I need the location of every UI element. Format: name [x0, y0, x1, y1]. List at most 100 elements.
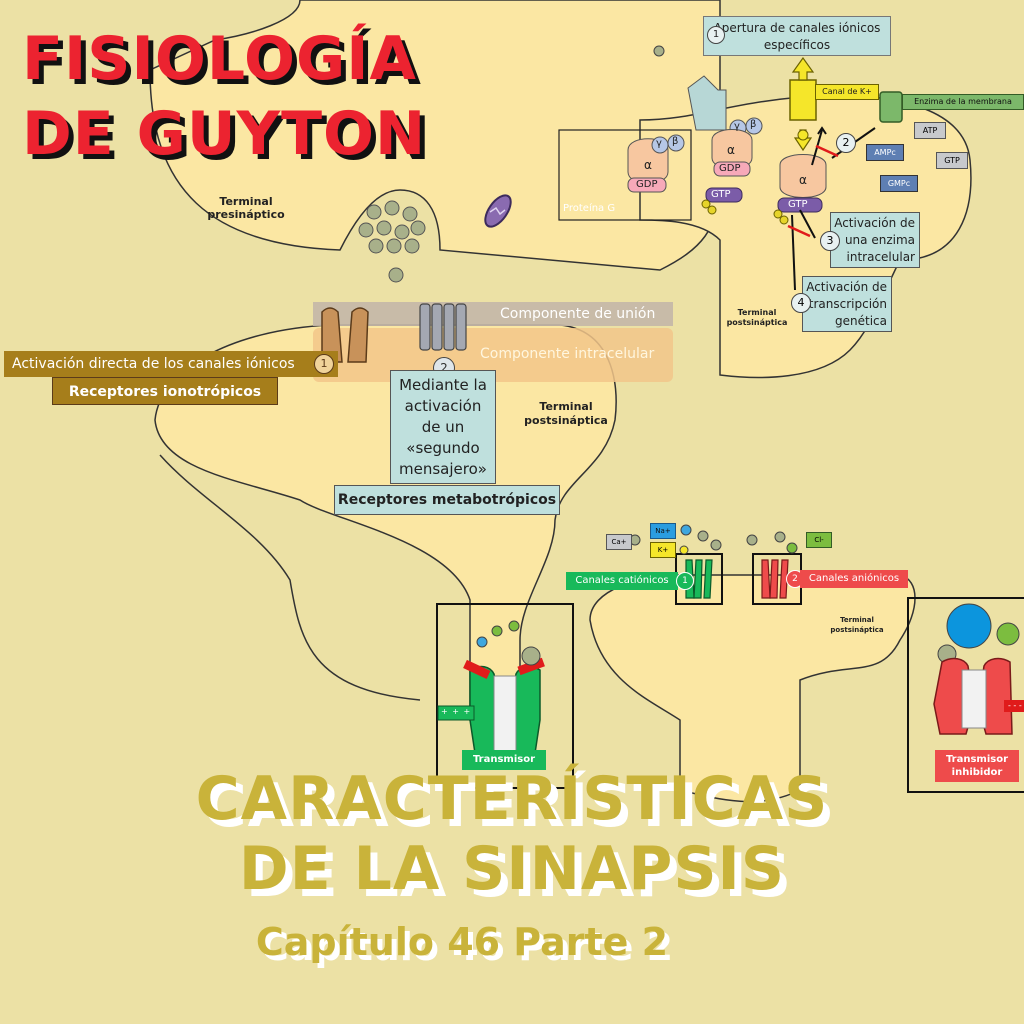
footer-title-line1: CARACTERÍSTICAS — [195, 764, 829, 834]
intracellular-component-label: Componente intracelular — [480, 346, 655, 362]
protein-g-label: Proteína G — [563, 203, 616, 214]
minus-signs: - - - — [1008, 701, 1022, 710]
ions — [629, 45, 798, 555]
gdp-label-binding: GDP — [719, 163, 741, 174]
postsynaptic-left-line1: Terminal — [539, 400, 593, 413]
postsynaptic-label-left: Terminal postsináptica — [524, 400, 608, 428]
direct-activation-text: Activación directa de los canales iónico… — [12, 356, 295, 372]
k-channel — [789, 79, 817, 121]
cl-ion-label: Cl- — [806, 532, 832, 548]
beta-label-inactive: β — [672, 136, 679, 147]
postsynaptic-channels-line2: postsináptica — [830, 626, 884, 634]
step3-line1: Activación de — [834, 216, 915, 230]
atp-label: ATP — [914, 122, 946, 139]
anionic-channel — [761, 559, 789, 599]
step1-number-icon: 1 — [707, 26, 725, 44]
beta-label-binding: β — [750, 119, 757, 130]
g-protein-binding — [687, 75, 763, 215]
metabotropic-receptor — [419, 303, 467, 351]
step3-line3: intracelular — [846, 250, 915, 264]
gdp-label-inactive: GDP — [636, 179, 658, 190]
excitatory-box — [436, 603, 574, 789]
step3-box: Activación de una enzima intracelular — [830, 212, 920, 268]
na-ion-label: Na+ — [650, 523, 676, 539]
second-messenger-line5: mensajero» — [399, 460, 487, 478]
gtp-box-label: GTP — [936, 152, 968, 169]
postsynaptic-channels-line1: Terminal — [840, 616, 874, 624]
step1-line1: Apertura de canales iónicos — [713, 21, 881, 35]
second-messenger-line2: activación — [404, 397, 482, 415]
step4-line1: Activación de — [806, 280, 887, 294]
inhibitory-channel — [933, 603, 1024, 735]
presynaptic-label: Terminal presináptico — [206, 195, 286, 221]
intracellular-component-band — [313, 328, 673, 382]
gtp-label-binding: GTP — [711, 189, 731, 200]
binding-component-label: Componente de unión — [500, 306, 656, 322]
step4-line3: genética — [835, 314, 887, 328]
inhibition-marks — [787, 144, 839, 238]
alpha-label-binding: α — [727, 143, 735, 157]
k-channel-label: Canal de K+ — [815, 84, 879, 100]
second-messenger-box: Mediante la activación de un «segundo me… — [390, 370, 496, 484]
ionotropic-label: Receptores ionotrópicos — [52, 377, 278, 405]
step2-number-icon: 2 — [836, 133, 856, 153]
membrane-enzyme-label: Enzima de la membrana — [902, 94, 1024, 110]
inhibitory-label-line1: Transmisor — [945, 754, 1009, 765]
ampc-label: AMPc — [866, 144, 904, 161]
postsynaptic-right-line2: postsináptica — [726, 318, 788, 327]
cationic-number-icon: 1 — [676, 572, 694, 590]
protein-g-box — [558, 129, 692, 221]
ionotropic-receptor — [321, 307, 369, 363]
synaptic-vesicles — [358, 200, 426, 283]
inhibitory-label: Transmisor inhibidor — [935, 750, 1019, 782]
footer-subtitle: Capítulo 46 Parte 2 — [255, 920, 669, 964]
gmpc-label: GMPc — [880, 175, 918, 192]
postsynaptic-left-line2: postsináptica — [524, 414, 608, 427]
step1-line2: específicos — [763, 38, 831, 52]
presynaptic-terminal — [149, 0, 721, 271]
direct-activation-label: Activación directa de los canales iónico… — [4, 351, 338, 377]
postsynaptic-right-line1: Terminal — [737, 308, 777, 317]
presynaptic-label-line2: presináptico — [207, 208, 285, 221]
inhibitory-label-line2: inhibidor — [951, 767, 1003, 778]
postsynaptic-label-right: Terminal postsináptica — [722, 308, 792, 328]
header-title-line2: DE GUYTON — [22, 99, 427, 169]
g-protein-alpha-active — [773, 154, 827, 225]
second-messenger-line3: de un — [421, 418, 465, 436]
postsynaptic-terminal-left — [154, 324, 617, 721]
excitatory-channel — [437, 620, 545, 761]
second-messenger-line4: «segundo — [406, 439, 480, 457]
step1-box: 1 Apertura de canales iónicos específico… — [703, 16, 891, 56]
cationic-label: Canales catiónicos — [566, 572, 678, 590]
second-messenger-line1: Mediante la — [399, 376, 487, 394]
inhibitory-box — [907, 597, 1024, 793]
step3-number-icon: 3 — [820, 231, 840, 251]
g-protein-inactive — [627, 134, 685, 193]
excitatory-label: Transmisor — [462, 750, 546, 770]
footer-title-line2: DE LA SINAPSIS — [238, 834, 786, 904]
postsynaptic-label-channels: Terminal postsináptica — [822, 615, 892, 635]
step4-box: Activación de transcripción genética — [802, 276, 892, 332]
header-title-line1: FISIOLOGÍA — [22, 24, 417, 94]
presynaptic-label-line1: Terminal — [219, 195, 273, 208]
binding-component-band — [313, 302, 673, 326]
ca-ion-label: Ca+ — [606, 534, 632, 550]
gamma-label-binding: γ — [734, 121, 740, 132]
metabotropic-label: Receptores metabotrópicos — [334, 485, 560, 515]
alpha-label-inactive: α — [644, 158, 652, 172]
k-ion-label: K+ — [650, 542, 676, 558]
step4-number-icon: 4 — [791, 293, 811, 313]
step4-line2: transcripción — [808, 297, 887, 311]
gamma-label-inactive: γ — [656, 138, 662, 149]
badge-1-icon: 1 — [314, 354, 334, 374]
gtp-label-active: GTP — [788, 199, 808, 210]
step3-line2: una enzima — [844, 233, 915, 247]
dendrite-line — [159, 454, 421, 701]
membrane-enzyme-shape — [879, 91, 903, 123]
plus-signs: + + + — [441, 707, 472, 716]
anionic-label: Canales aniónicos — [800, 570, 908, 588]
mitochondrion — [484, 194, 512, 228]
alpha-label-active: α — [799, 173, 807, 187]
